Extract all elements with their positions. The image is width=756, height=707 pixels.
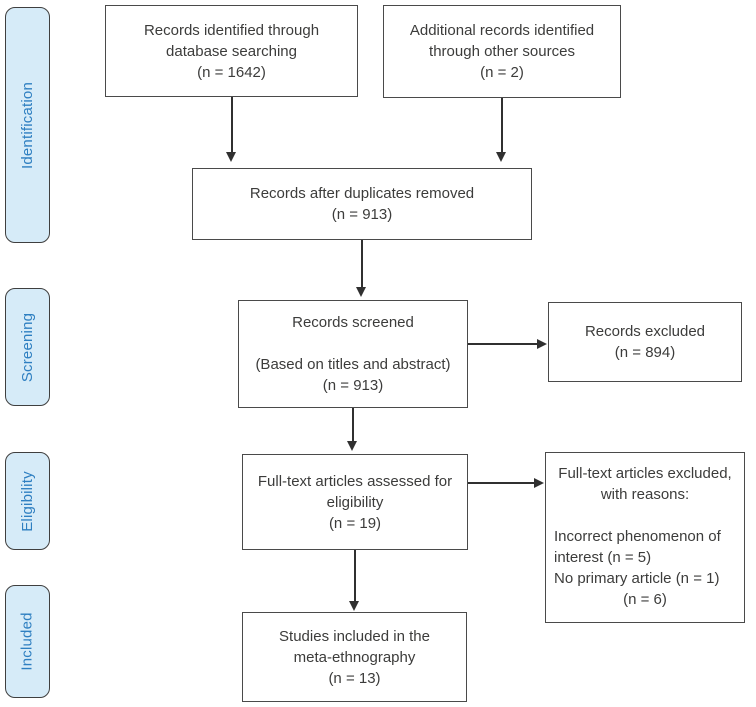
box-count: (n = 13): [328, 669, 381, 687]
arrow-line: [468, 482, 535, 484]
box-text-line: eligibility: [326, 493, 384, 511]
stage-identification-label: Identification: [19, 81, 36, 169]
stage-eligibility-label: Eligibility: [19, 470, 36, 532]
box-count: (n = 913): [331, 206, 393, 223]
box-duplicates-removed: Records after duplicates removed (n = 91…: [192, 168, 532, 240]
stage-screening-label: Screening: [19, 312, 37, 382]
box-fulltext-assessed: Full-text articles assessed for eligibil…: [242, 454, 468, 550]
box-records-screened: Records screened (Based on titles and ab…: [238, 300, 468, 408]
arrowhead-down-icon: [226, 152, 237, 162]
box-count: (n = 894): [614, 344, 676, 361]
box-text-line: with reasons:: [600, 486, 690, 503]
box-text-line: Records screened: [292, 314, 414, 331]
arrow-line: [354, 550, 356, 602]
box-text-line: (Based on titles and abstract): [255, 356, 451, 373]
arrow-line: [231, 97, 233, 153]
box-text-line: Records after duplicates removed: [249, 185, 475, 202]
stage-included-label: Included: [19, 612, 36, 671]
stage-screening: Screening: [5, 288, 50, 406]
box-records-identified-database: Records identified through database sear…: [105, 5, 358, 97]
stage-eligibility: Eligibility: [5, 452, 50, 550]
box-records-excluded: Records excluded (n = 894): [548, 302, 742, 382]
arrow-line: [468, 343, 538, 345]
arrowhead-right-icon: [534, 478, 544, 489]
box-count: (n = 19): [328, 514, 382, 532]
exclusion-reason-line: No primary article (n = 1): [554, 570, 720, 587]
arrow-line: [501, 98, 503, 153]
box-text-line: meta-ethnography: [293, 648, 416, 666]
stage-identification: Identification: [5, 7, 50, 243]
box-count: (n = 2): [480, 64, 524, 81]
box-fulltext-excluded: Full-text articles excluded, with reason…: [545, 452, 745, 623]
exclusion-reasons: Incorrect phenomenon of interest (n = 5)…: [554, 526, 736, 589]
exclusion-reason-line: Incorrect phenomenon of: [554, 528, 721, 545]
arrow-line: [361, 240, 363, 288]
box-text-line: Full-text articles excluded,: [558, 465, 732, 482]
box-text-line: through other sources: [429, 43, 575, 60]
box-count: (n = 6): [623, 591, 667, 608]
arrowhead-right-icon: [537, 339, 547, 350]
box-text-line: Full-text articles assessed for: [257, 472, 453, 490]
arrowhead-down-icon: [347, 441, 358, 451]
box-count: (n = 1642): [197, 63, 266, 81]
box-text-line: Records excluded: [584, 323, 706, 340]
arrow-line: [352, 408, 354, 442]
arrowhead-down-icon: [356, 287, 367, 297]
box-text-line: Records identified through: [143, 21, 320, 39]
box-additional-records: Additional records identified through ot…: [383, 5, 621, 98]
box-text-line: database searching: [166, 42, 297, 60]
box-text-line: Additional records identified: [409, 22, 595, 39]
box-studies-included: Studies included in the meta-ethnography…: [242, 612, 467, 702]
box-count: (n = 913): [322, 377, 384, 394]
arrowhead-down-icon: [496, 152, 507, 162]
box-text-line: Studies included in the: [279, 627, 430, 645]
exclusion-reason-line: interest (n = 5): [554, 549, 652, 566]
arrowhead-down-icon: [349, 601, 360, 611]
blank-line: [239, 333, 467, 354]
stage-included: Included: [5, 585, 50, 698]
blank-line: [554, 505, 736, 526]
